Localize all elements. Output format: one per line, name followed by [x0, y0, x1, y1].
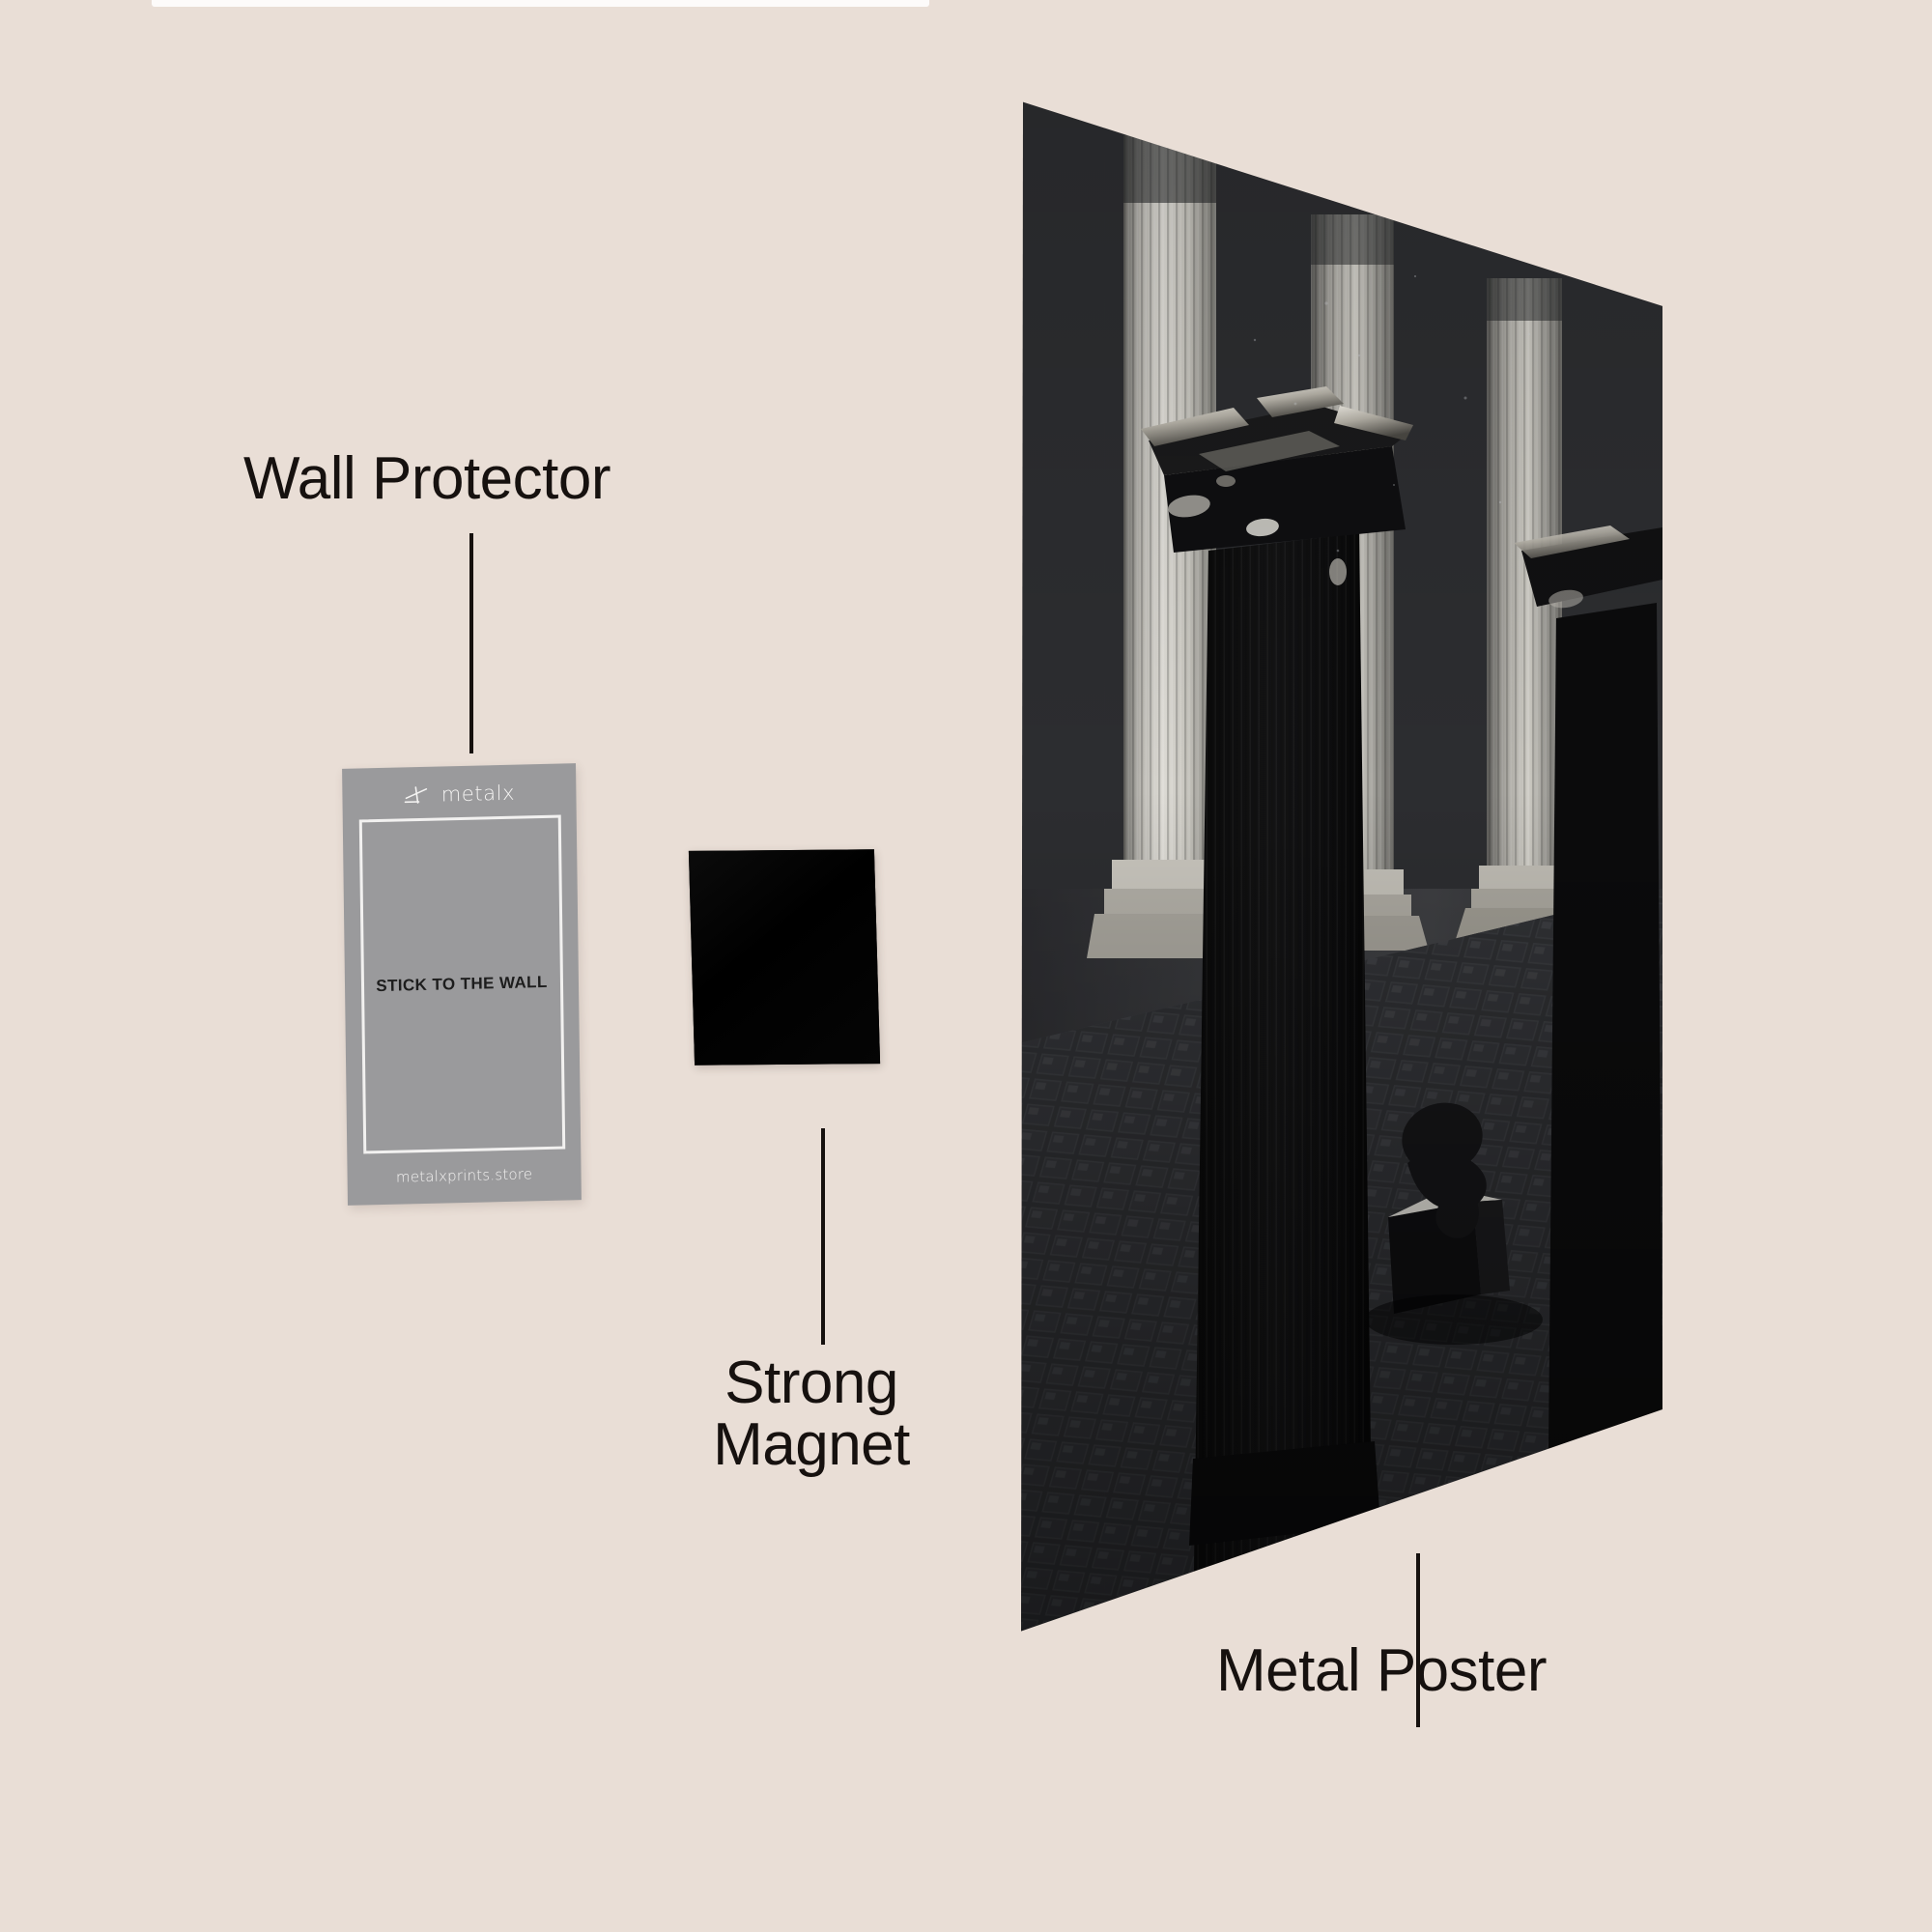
card-footer-url: metalxprints.store — [395, 1165, 533, 1186]
leader-line-wall-protector — [469, 533, 473, 753]
metalx-logo: metalx — [342, 781, 576, 808]
metalx-logo-text: metalx — [440, 781, 516, 806]
wall-protector-card: metalx STICK TO THE WALL metalxprints.st… — [342, 763, 582, 1206]
metal-poster-artwork — [1020, 101, 1662, 1632]
strong-magnet-square — [688, 849, 881, 1065]
callout-label-strong-magnet: Strong Magnet — [713, 1350, 910, 1479]
callout-label-wall-protector: Wall Protector — [243, 445, 611, 512]
leader-line-metal-poster — [1416, 1553, 1420, 1727]
metalx-mark-icon — [405, 786, 428, 804]
top-white-strip — [152, 0, 929, 7]
leader-line-strong-magnet — [821, 1128, 825, 1345]
callout-label-metal-poster: Metal Poster — [1215, 1637, 1548, 1704]
